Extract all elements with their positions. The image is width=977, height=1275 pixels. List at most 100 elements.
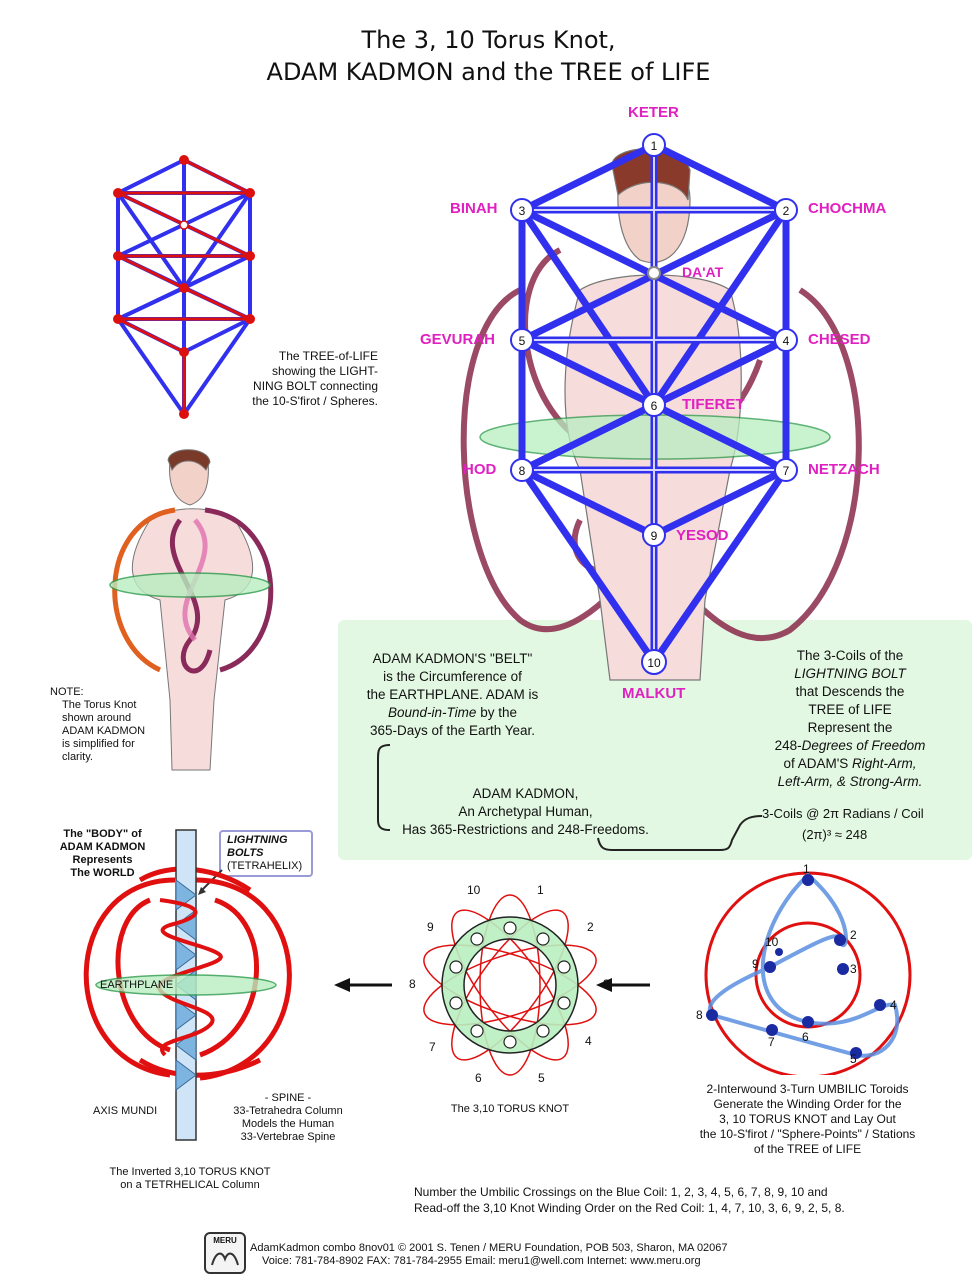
umbilic-caption-line: 3, 10 TORUS KNOT and Lay Out bbox=[719, 1112, 896, 1126]
torus-number: 1 bbox=[537, 883, 544, 897]
torus-number: 6 bbox=[475, 1071, 482, 1085]
belt-line: the EARTHPLANE. ADAM is bbox=[366, 687, 539, 702]
note-line: shown around bbox=[62, 712, 132, 724]
numbering-line: Number the Umbilic Crossings on the Blue… bbox=[414, 1185, 828, 1199]
footer-line: AdamKadmon combo 8nov01 © 2001 S. Tenen … bbox=[250, 1242, 728, 1254]
small-tree-figure bbox=[113, 155, 255, 419]
torus-number: 10 bbox=[467, 883, 481, 897]
body-line: The WORLD bbox=[70, 867, 135, 879]
numbering-line: Read-off the 3,10 Knot Winding Order on … bbox=[414, 1201, 845, 1215]
coils-line-italic: LIGHTNING BOLT bbox=[794, 666, 906, 681]
sefira-number: 7 bbox=[783, 464, 790, 478]
coils-line: of ADAM'S bbox=[783, 756, 853, 771]
sefira-number: 5 bbox=[519, 334, 526, 348]
umbilic-caption-line: Generate the Winding Order for the bbox=[713, 1097, 902, 1111]
bolts-line: (TETRAHELIX) bbox=[227, 860, 303, 872]
umbilic-number: 3 bbox=[850, 962, 857, 976]
tree-caption-line: showing the LIGHT- bbox=[271, 364, 378, 378]
archetype-text: ADAM KADMON, An Archetypal Human, Has 36… bbox=[373, 785, 678, 839]
meru-logo: MERU bbox=[204, 1232, 246, 1274]
spine-line: 33-Vertebrae Spine bbox=[240, 1131, 336, 1143]
main-tree-figure: 1 2 3 4 5 6 7 8 9 10 bbox=[460, 133, 862, 681]
footer-line: Voice: 781-784-8902 FAX: 781-784-2955 Em… bbox=[262, 1255, 701, 1267]
umbilic-figure bbox=[704, 871, 912, 1075]
umbilic-number: 10 bbox=[765, 935, 779, 949]
belt-line: ADAM KADMON'S "BELT" bbox=[372, 651, 533, 666]
torus-loops bbox=[83, 866, 292, 1081]
sefira-number: 2 bbox=[783, 204, 790, 218]
note-line: clarity. bbox=[62, 751, 93, 763]
note-line: NOTE: bbox=[50, 686, 84, 698]
belt-text: ADAM KADMON'S "BELT" is the Circumferenc… bbox=[345, 650, 560, 740]
umbilic-number: 6 bbox=[802, 1030, 809, 1044]
sefira-number: 9 bbox=[651, 529, 658, 543]
torus-number: 9 bbox=[427, 920, 434, 934]
torus-number: 3 bbox=[603, 977, 610, 991]
sefira-number: 3 bbox=[519, 204, 526, 218]
label-binah: BINAH bbox=[450, 200, 498, 217]
archetype-line: An Archetypal Human, bbox=[458, 804, 593, 819]
torus-ring bbox=[442, 917, 578, 1053]
umbilic-caption-line: 2-Interwound 3-Turn UMBILIC Toroids bbox=[706, 1082, 909, 1096]
umbilic-caption-line: the 10-S'firot / "Sphere-Points" / Stati… bbox=[699, 1127, 916, 1141]
logo-mark-icon bbox=[211, 1252, 239, 1266]
knot-helix bbox=[157, 898, 223, 1057]
umbilic-number: 7 bbox=[768, 1035, 775, 1049]
tree-caption: The TREE-of-LIFE showing the LIGHT- NING… bbox=[218, 349, 378, 409]
torus-number: 7 bbox=[429, 1040, 436, 1054]
sefira-number: 4 bbox=[783, 334, 790, 348]
small-belt bbox=[109, 572, 271, 598]
label-hod: HOD bbox=[463, 461, 497, 478]
umbilic-number: 5 bbox=[850, 1052, 857, 1066]
label-gevurah: GEVURAH bbox=[420, 331, 496, 348]
footer-text: AdamKadmon combo 8nov01 © 2001 S. Tenen … bbox=[250, 1242, 728, 1268]
note-line: is simplified for bbox=[62, 738, 135, 750]
numbering-instructions: Number the Umbilic Crossings on the Blue… bbox=[414, 1184, 845, 1216]
label-daat: DA'AT bbox=[682, 264, 724, 280]
inverted-caption: The Inverted 3,10 TORUS KNOT on a TETRHE… bbox=[80, 1166, 300, 1192]
logo-text: MERU bbox=[213, 1236, 237, 1245]
label-keter: KETER bbox=[628, 104, 679, 121]
archetype-line: Has 365-Restrictions and 248-Freedoms. bbox=[402, 822, 649, 837]
coils-line: Represent the bbox=[807, 720, 893, 735]
torus-number: 4 bbox=[585, 1034, 592, 1048]
belt-line-italic: Bound-in-Time bbox=[388, 705, 477, 720]
earthplane-label: EARTHPLANE bbox=[100, 979, 174, 991]
torus-number: 5 bbox=[538, 1071, 545, 1085]
belt-line: is the Circumference of bbox=[383, 669, 522, 684]
label-chochma: CHOCHMA bbox=[808, 200, 887, 217]
umbilic-number: 9 bbox=[752, 957, 759, 971]
spine-text: - SPINE - 33-Tetrahedra Column Models th… bbox=[228, 1092, 348, 1144]
spine-line: 33-Tetrahedra Column bbox=[233, 1105, 343, 1117]
coils-line-italic: Left-Arm, & Strong-Arm. bbox=[777, 774, 923, 789]
inverted-caption-line: on a TETRHELICAL Column bbox=[120, 1179, 260, 1191]
archetype-line: ADAM KADMON, bbox=[472, 786, 579, 801]
torus-knot-figure bbox=[423, 894, 597, 1076]
body-line: Represents bbox=[72, 854, 133, 866]
note-line: The Torus Knot bbox=[62, 699, 137, 711]
umbilic-number: 4 bbox=[890, 998, 897, 1012]
sefirot-numbers: 1 2 3 4 5 6 7 8 9 10 bbox=[519, 139, 790, 670]
bracket-lines bbox=[377, 744, 763, 851]
umbilic-crossings bbox=[706, 874, 886, 1059]
body-line: The "BODY" of bbox=[63, 828, 142, 840]
tree-caption-line: the 10-S'firot / Spheres. bbox=[252, 394, 378, 408]
bolts-line: LIGHTNING bbox=[227, 834, 288, 846]
coils-formula-2: (2π)³ ≈ 248 bbox=[802, 827, 868, 842]
torus-petals bbox=[423, 894, 597, 1076]
coils-formula-1: 3-Coils @ 2π Radians / Coil bbox=[762, 806, 924, 821]
lightning-bolt-path bbox=[117, 158, 251, 414]
coils-line: 248- bbox=[774, 738, 802, 753]
small-tree-spheres bbox=[113, 155, 255, 419]
label-tiferet: TIFERET bbox=[682, 396, 745, 413]
umbilic-caption-line: of the TREE of LIFE bbox=[753, 1142, 862, 1156]
inverted-caption-line: The Inverted 3,10 TORUS KNOT bbox=[109, 1166, 271, 1178]
axis-mundi-label: AXIS MUNDI bbox=[93, 1105, 158, 1117]
label-netzach: NETZACH bbox=[808, 461, 880, 478]
arrow-left-icon bbox=[596, 978, 650, 992]
note-block: NOTE: The Torus Knot shown around ADAM K… bbox=[50, 686, 160, 764]
body-line: ADAM KADMON bbox=[59, 841, 146, 853]
torus-number: 8 bbox=[409, 977, 416, 991]
inverted-torus-figure bbox=[83, 829, 292, 1141]
coils-line: The 3-Coils of the bbox=[796, 648, 904, 663]
